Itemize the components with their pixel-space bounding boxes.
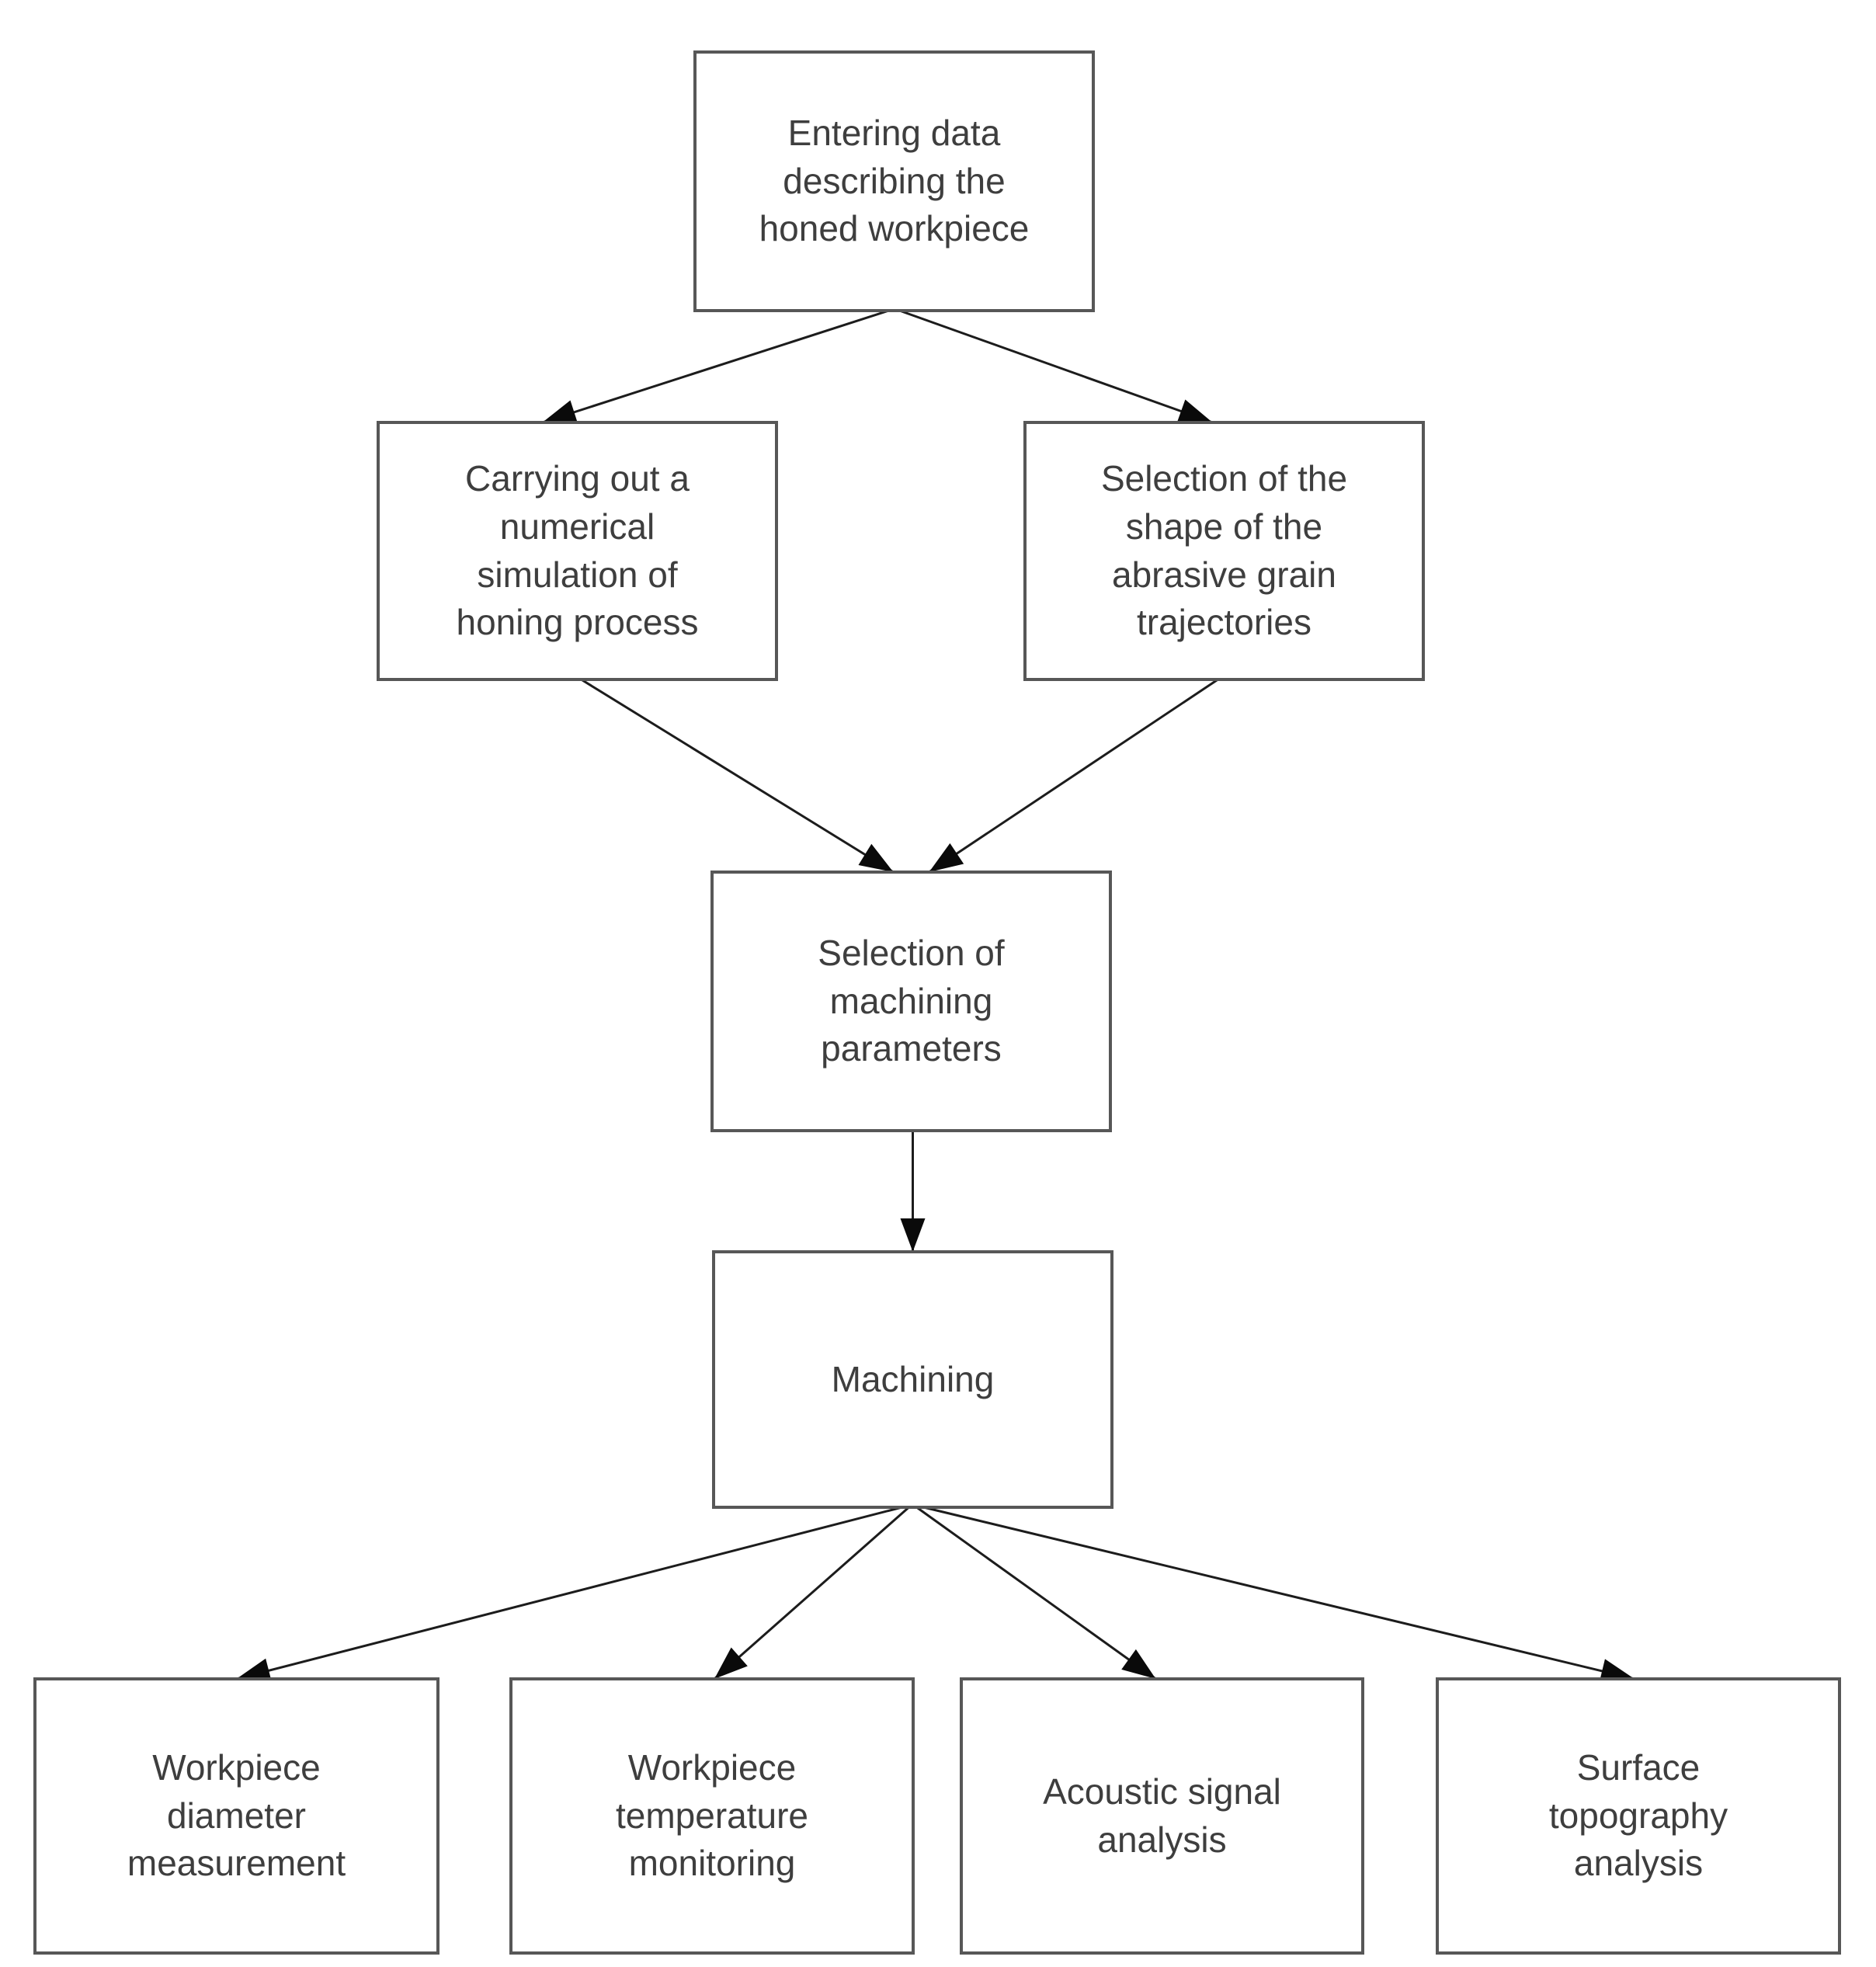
node-machining-label: Machining: [831, 1358, 995, 1399]
node-machining-parameters: Selection of machining parameters: [710, 871, 1112, 1132]
arrow-entering_data-to-selection_shape: [898, 309, 1214, 424]
arrow-entering_data-to-carrying_out_simulation: [542, 309, 889, 425]
node-machining: Machining: [712, 1250, 1113, 1509]
node-grain-trajectories: Selection of the shape of the abrasive g…: [1023, 421, 1425, 681]
node-acoustic-analysis-label: Acoustic signal analysis: [1043, 1771, 1281, 1860]
arrow-carrying_out_simulation-to-selection_params: [580, 678, 895, 874]
node-topography-analysis-label: Surface topography analysis: [1548, 1747, 1728, 1884]
node-numerical-simulation: Carrying out a numerical simulation of h…: [377, 421, 778, 681]
node-grain-trajectories-label: Selection of the shape of the abrasive g…: [1100, 458, 1348, 643]
node-diameter-measurement: Workpiece diameter measurement: [33, 1677, 439, 1955]
node-entering-data-label: Entering data describing the honed workp…: [759, 113, 1030, 249]
node-machining-parameters-label: Selection of machining parameters: [818, 933, 1005, 1069]
node-acoustic-analysis: Acoustic signal analysis: [960, 1677, 1364, 1955]
arrow-machining-to-surface_topography: [923, 1506, 1635, 1684]
arrow-machining-to-workpiece_diameter: [236, 1506, 902, 1683]
node-entering-data: Entering data describing the honed workp…: [693, 50, 1095, 312]
node-numerical-simulation-label: Carrying out a numerical simulation of h…: [456, 458, 699, 643]
node-temperature-monitoring: Workpiece temperature monitoring: [509, 1677, 915, 1955]
arrow-machining-to-acoustic_signal: [915, 1506, 1157, 1680]
node-diameter-measurement-label: Workpiece diameter measurement: [127, 1747, 346, 1884]
arrow-selection_shape-to-selection_params: [928, 678, 1219, 874]
arrow-machining-to-workpiece_temperature: [714, 1506, 910, 1680]
node-topography-analysis: Surface topography analysis: [1436, 1677, 1841, 1955]
node-temperature-monitoring-label: Workpiece temperature monitoring: [615, 1747, 808, 1884]
